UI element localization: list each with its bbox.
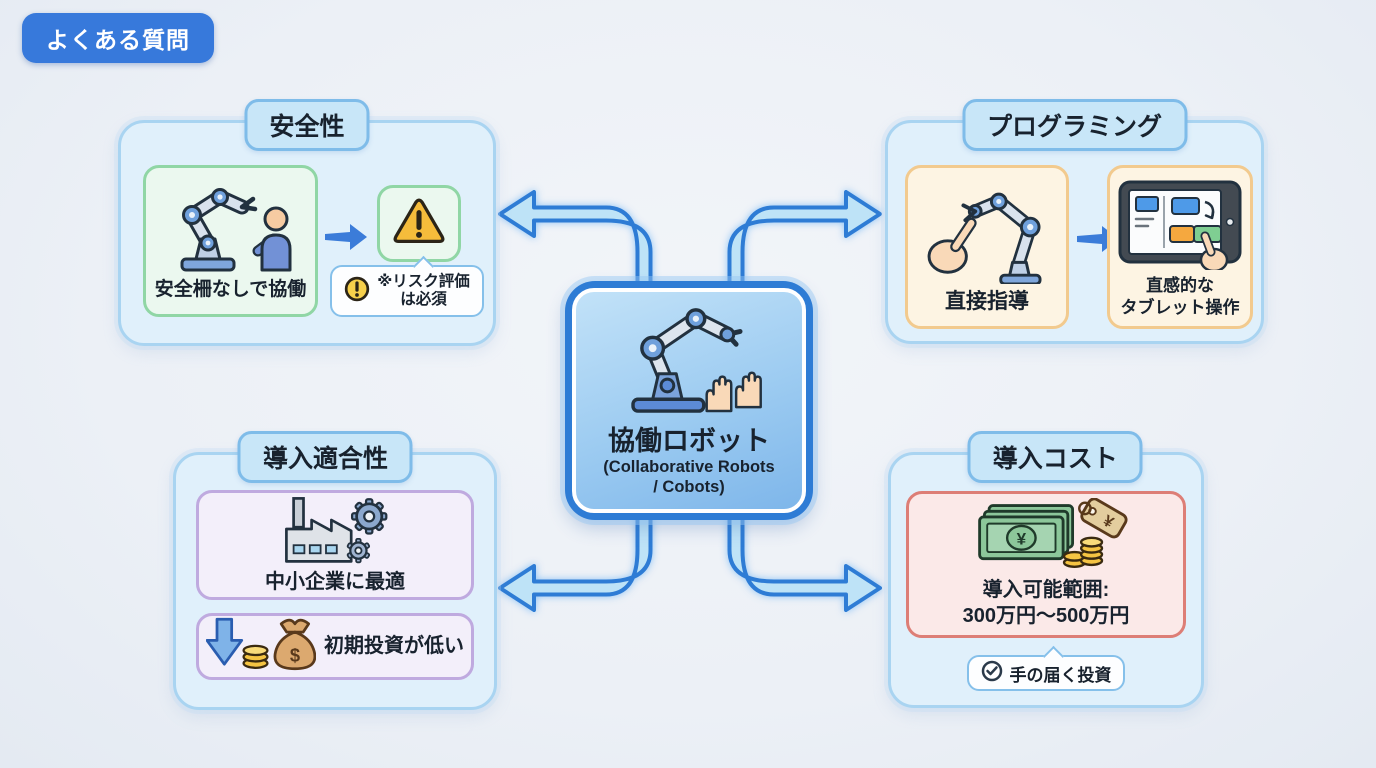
alert-circle-icon: [344, 276, 370, 307]
arrow-to-programming: [727, 190, 882, 294]
cost-note-label: 手の届く投資: [1009, 665, 1112, 685]
cost-note-bubble: 手の届く投資: [967, 645, 1125, 691]
warning-triangle-icon: [391, 196, 447, 251]
arrow-to-cost: [727, 508, 882, 612]
hand-guiding-robot-icon: [917, 174, 1057, 289]
suitability-card1-caption: 中小企業に最適: [265, 570, 405, 593]
money-coins-price-tag-icon: ¥ ¥: [964, 497, 1129, 577]
suitability-card-investment: $ 初期投資が低い: [196, 613, 474, 680]
programming-card2-caption-line1: 直感的な: [1146, 276, 1214, 296]
safety-panel-title: 安全性: [244, 99, 370, 151]
suitability-panel: 導入適合性: [173, 431, 497, 710]
suitability-card2-caption: 初期投資が低い: [324, 635, 464, 657]
programming-card-tablet: 直感的な タブレット操作: [1107, 165, 1253, 329]
programming-panel: プログラミング 直接指導: [885, 99, 1264, 344]
programming-panel-title: プログラミング: [961, 99, 1188, 151]
factory-gears-icon: [269, 493, 401, 570]
cost-card1-caption-line1: 導入可能範囲:: [982, 579, 1110, 601]
suitability-card-sme: 中小企業に最適: [196, 490, 474, 600]
safety-note-line1: ※リスク評価: [377, 272, 470, 290]
safety-note-bubble: ※リスク評価 は必須: [330, 255, 484, 317]
center-subtitle-line2: / Cobots): [653, 478, 725, 496]
check-circle-icon: [981, 660, 1003, 687]
suitability-panel-title: 導入適合性: [237, 431, 413, 483]
center-title: 協働ロボット: [608, 426, 770, 457]
arrow-to-safety: [498, 190, 653, 294]
robot-arm-with-human-hands-icon: [614, 303, 764, 418]
safety-note-line2: は必須: [400, 291, 447, 308]
programming-card1-caption: 直接指導: [945, 290, 1029, 314]
robot-and-person-icon: [156, 177, 306, 278]
svg-text:¥: ¥: [1016, 529, 1026, 548]
programming-card2-caption-line2: タブレット操作: [1120, 297, 1240, 317]
svg-text:$: $: [290, 644, 300, 665]
low-investment-icon: $: [205, 616, 317, 677]
safety-card-caption: 安全柵なしで協働: [154, 278, 307, 300]
safety-card-risk: [377, 185, 461, 262]
cost-card1-caption-line2: 300万円〜500万円: [962, 605, 1130, 627]
center-subtitle-line1: (Collaborative Robots: [603, 458, 775, 477]
programming-card-direct-teaching: 直接指導: [905, 165, 1069, 329]
center-hub: 協働ロボット (Collaborative Robots / Cobots): [565, 281, 813, 520]
center-hub-inner: 協働ロボット (Collaborative Robots / Cobots): [572, 288, 806, 513]
arrow-to-suitability: [498, 508, 653, 612]
right-arrow-icon: [323, 221, 369, 258]
safety-panel: 安全性 安全柵なしで協働: [118, 99, 496, 346]
cost-panel: 導入コスト ¥: [888, 431, 1204, 708]
tablet-touch-icon: [1117, 174, 1243, 275]
cost-card-range: ¥ ¥ 導入可能範囲: 300万円〜500万円: [906, 491, 1186, 638]
faq-badge: よくある質問: [22, 13, 214, 63]
safety-card-no-fence: 安全柵なしで協働: [143, 165, 318, 317]
cost-panel-title: 導入コスト: [967, 431, 1143, 483]
